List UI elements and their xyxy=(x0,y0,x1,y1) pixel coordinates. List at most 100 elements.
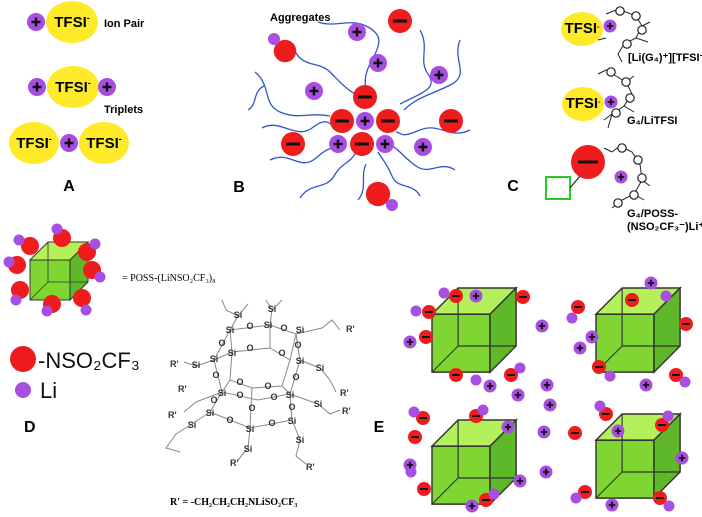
li-ion xyxy=(470,374,482,386)
li-ion xyxy=(514,362,526,374)
panel-b: Aggregates xyxy=(233,7,471,211)
anion-bead xyxy=(448,367,464,383)
anion-bead xyxy=(437,107,465,135)
li-cation xyxy=(402,334,418,350)
tfsi-anion xyxy=(561,12,603,46)
poss-formula: = POSS-(LiNSO₂CF₃)₈ xyxy=(122,273,216,284)
li-ion xyxy=(408,406,420,418)
li-ion xyxy=(566,312,578,324)
li-cation xyxy=(58,132,80,154)
li-cation xyxy=(428,64,450,86)
anion-bead xyxy=(374,107,402,135)
tfsi-anion xyxy=(46,1,98,43)
li-cation xyxy=(500,419,516,435)
legend-anion-swatch xyxy=(10,346,36,372)
li-ion xyxy=(594,400,606,412)
tfsi-label: TFSI- xyxy=(566,95,602,112)
r-group: R' xyxy=(342,406,351,416)
poss-structure: Si Si Si Si Si Si Si Si Si Si Si Si Si S… xyxy=(165,299,355,472)
li-ion xyxy=(94,271,106,283)
o-atom: O xyxy=(268,418,275,428)
o-atom: O xyxy=(226,415,233,425)
r-group: R' xyxy=(168,410,177,420)
anion-bead xyxy=(418,329,434,345)
si-atom: Si xyxy=(210,354,219,364)
li-ion xyxy=(410,305,422,317)
li-cation xyxy=(539,377,555,393)
li-ion xyxy=(679,376,691,388)
li-cation xyxy=(464,498,480,514)
o-atom: O xyxy=(236,390,243,400)
si-atom: Si xyxy=(296,325,305,335)
si-atom: Si xyxy=(288,416,297,426)
complex-label-2: G₄/LiTFSI xyxy=(627,115,677,127)
anion-bead xyxy=(351,83,379,111)
anion-bead xyxy=(73,289,91,307)
li-ion xyxy=(662,410,674,422)
r-group: R' xyxy=(306,462,315,472)
si-atom: Si xyxy=(246,424,255,434)
anion-bead xyxy=(407,429,423,445)
tfsi-label: TFSI- xyxy=(55,78,91,96)
li-ion xyxy=(80,304,92,316)
panel-a: TFSI- Ion Pair TFSI- Triplets TFSI- TFSI… xyxy=(9,1,145,195)
si-atom: Si xyxy=(268,304,277,314)
si-atom: Si xyxy=(286,390,295,400)
li-ion xyxy=(89,238,101,250)
anion-bead xyxy=(348,130,376,158)
o-atom: O xyxy=(288,402,295,412)
li-cation xyxy=(26,76,48,98)
li-cation xyxy=(96,76,118,98)
o-atom: O xyxy=(280,323,287,333)
oxygen-atom xyxy=(617,143,627,153)
li-cation xyxy=(25,11,47,33)
panel-e: E xyxy=(374,275,694,514)
li-cation xyxy=(374,133,396,155)
o-atom: O xyxy=(246,321,253,331)
poss-cage-box xyxy=(545,176,571,200)
li-ion xyxy=(268,33,280,45)
anion-bead xyxy=(279,130,307,158)
r-group: R' xyxy=(170,359,179,369)
li-cation xyxy=(482,378,498,394)
li-ion xyxy=(13,234,25,246)
anion-bead xyxy=(328,107,356,135)
oxygen-atom xyxy=(615,6,625,16)
si-atom: Si xyxy=(226,325,235,335)
li-cation xyxy=(638,377,654,393)
aggregates-title: Aggregates xyxy=(270,12,331,24)
si-atom: Si xyxy=(206,408,215,418)
anion-bead xyxy=(365,181,391,207)
o-atom: O xyxy=(278,348,285,358)
anion-bead xyxy=(624,292,640,308)
li-ion xyxy=(570,492,582,504)
linker xyxy=(569,175,581,189)
si-atom: Si xyxy=(316,363,325,373)
panel-label-c: C xyxy=(507,178,519,195)
tfsi-label: TFSI- xyxy=(54,13,90,31)
poss-cube xyxy=(431,419,517,505)
li-cation xyxy=(610,423,626,439)
panel-d: = POSS-(LiNSO₂CF₃)₈ -NSO₂CF₃ Li D Si Si … xyxy=(3,223,355,508)
tfsi-anion xyxy=(79,122,129,164)
li-ion xyxy=(660,290,672,302)
li-cation xyxy=(538,464,554,480)
li-ion xyxy=(438,287,450,299)
li-cation xyxy=(512,473,528,489)
o-atom: O xyxy=(246,343,253,353)
anion-bead xyxy=(678,316,694,332)
li-cation xyxy=(510,387,526,403)
oxygen-atom xyxy=(613,198,623,208)
o-atom: O xyxy=(236,377,243,387)
panel-c: TFSI- [Li(G₄)⁺][TFSI⁻ TFSI- G₄/LiTFSI xyxy=(507,6,702,233)
o-atom: O xyxy=(270,392,277,402)
tfsi-anion xyxy=(9,122,59,164)
panel-label-b: B xyxy=(233,179,245,196)
oxygen-atom xyxy=(637,25,647,35)
li-cation xyxy=(346,21,368,43)
li-cation xyxy=(303,80,325,102)
anion-bead xyxy=(448,288,464,304)
li-ion xyxy=(3,256,15,268)
complex-label-3b: (NSO₂CF₃⁻)Li⁺ xyxy=(627,221,702,233)
li-cation xyxy=(602,18,618,34)
